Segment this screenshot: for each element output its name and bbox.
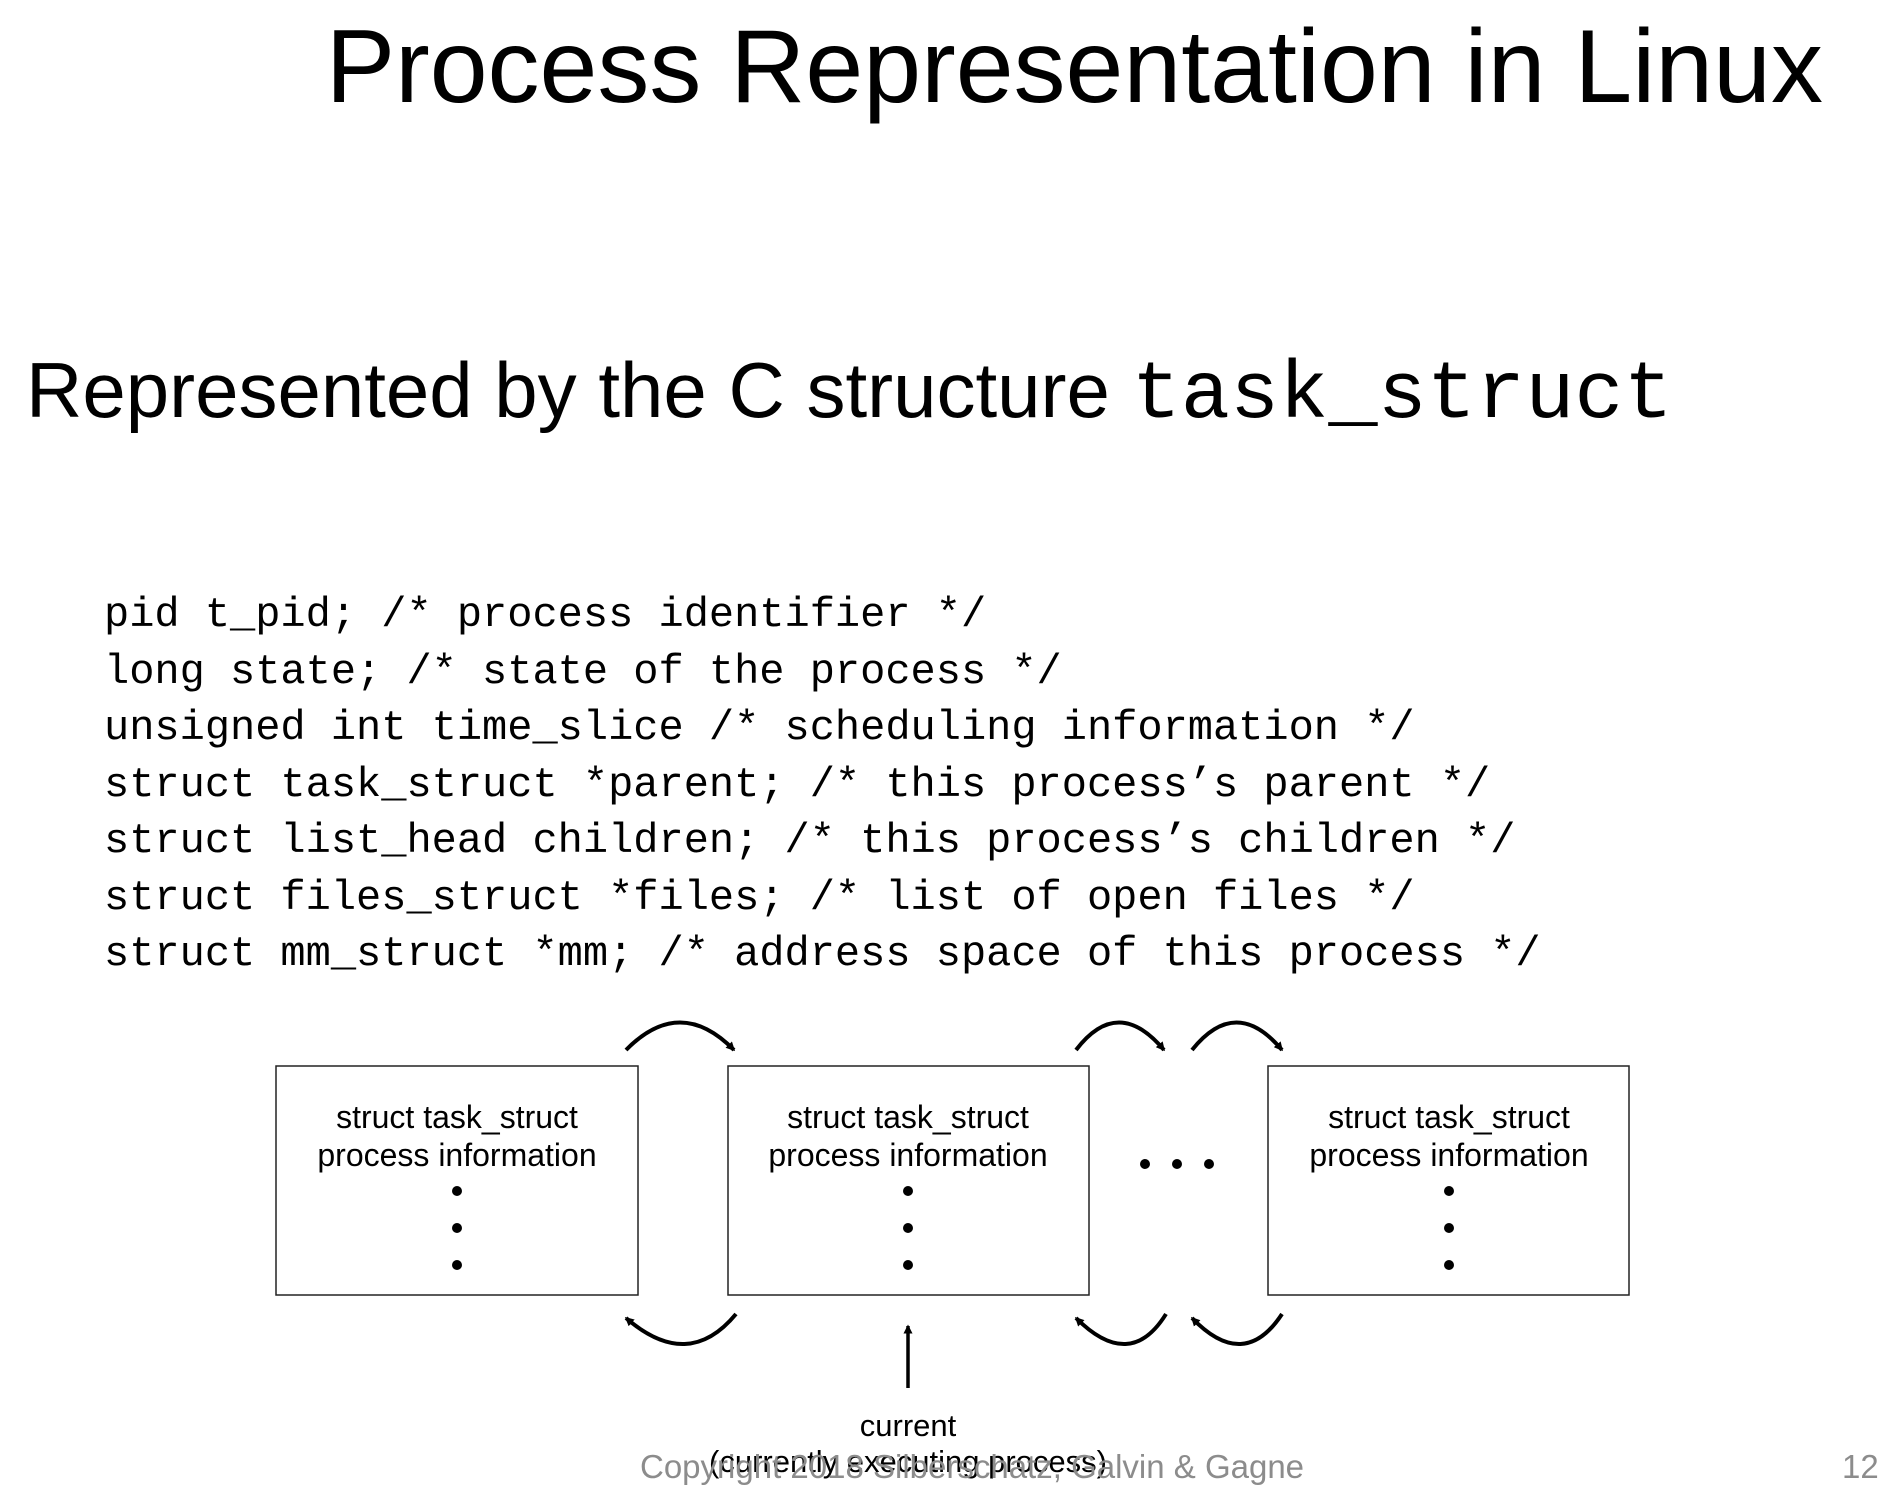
next-link-arrow [1074,1020,1166,1052]
task-node-label-line2: process information [768,1137,1047,1173]
task-node-1: struct task_struct process information [275,1065,639,1296]
prev-link-arrow [1074,1312,1168,1346]
task-node-label-line2: process information [1309,1137,1588,1173]
ellipsis-dot [452,1186,462,1196]
task-node-2: struct task_struct process information [727,1065,1090,1296]
ellipsis-dot [903,1186,913,1196]
code-line-files: struct files_struct *files; /* list of o… [104,873,1415,922]
task-node-box [275,1065,639,1296]
task-node-box [1267,1065,1630,1296]
code-block: pid t_pid; /* process identifier */ long … [104,587,1541,983]
current-sublabel: (currently executing process) [709,1444,1107,1479]
ellipsis-dot [1172,1159,1182,1169]
bullet-point: Represented by the C structure task_stru… [26,346,1673,442]
ellipsis-dot [1444,1223,1454,1233]
task-node-label-line1: struct task_struct [336,1099,578,1135]
task-node-label-line1: struct task_struct [787,1099,1029,1135]
prev-link-arrow [624,1312,738,1346]
code-line-mm: struct mm_struct *mm; /* address space o… [104,930,1541,978]
ellipsis-dot [903,1223,913,1233]
bullet-code-term: task_struct [1131,349,1673,442]
code-line-time-slice: unsigned int time_slice /* scheduling in… [104,704,1415,752]
bullet-text: Represented by the C structure [26,346,1132,434]
code-line-parent: struct task_struct *parent; /* this proc… [104,760,1491,809]
ellipsis-dot [1444,1186,1454,1196]
ellipsis-dot [903,1260,913,1270]
code-line-pid: pid t_pid; /* process identifier */ [104,591,987,639]
next-link-arrow [1190,1020,1284,1052]
current-label: current [860,1408,957,1443]
task-node-box [727,1065,1090,1296]
horizontal-ellipsis [1140,1159,1214,1169]
ellipsis-dot [1140,1159,1150,1169]
task-node-3: struct task_struct process information [1267,1065,1630,1296]
code-line-children: struct list_head children; /* this proce… [104,817,1516,865]
code-line-state: long state; /* state of the process */ [104,647,1062,696]
task-node-label-line2: process information [317,1137,596,1173]
ellipsis-dot [1204,1159,1214,1169]
page-number: 12 [1842,1448,1879,1485]
task-node-label-line1: struct task_struct [1328,1099,1570,1135]
ellipsis-dot [452,1223,462,1233]
ellipsis-dot [452,1260,462,1270]
ellipsis-dot [1444,1260,1454,1270]
slide-title: Process Representation in Linux [325,9,1823,125]
prev-link-arrow [1190,1312,1284,1346]
next-link-arrow [624,1020,736,1052]
copyright-notice: Copyright 2018 Silberschatz, Galvin & Ga… [640,1448,1305,1485]
